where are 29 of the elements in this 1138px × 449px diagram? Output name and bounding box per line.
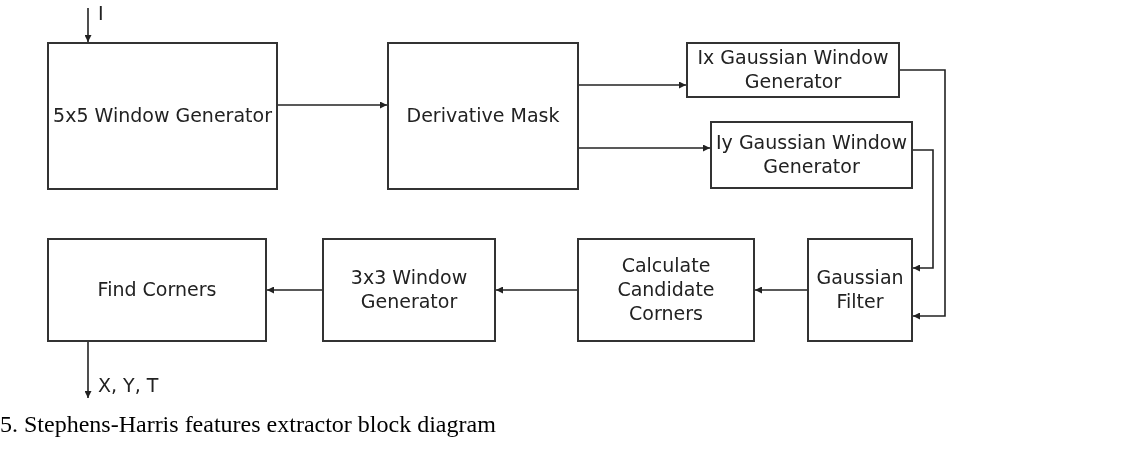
process-box [686,42,900,98]
edge-label: I [98,4,104,23]
box-label: 5x5 Window Generator [53,104,272,128]
box-label: 3x3 Window Generator [349,266,469,314]
process-box [577,238,755,342]
box-label: Gaussian Filter [815,266,905,314]
process-box [47,42,278,190]
box-label: Find Corners [97,278,217,302]
process-box [322,238,496,342]
box-label: Calculate Candidate Corners [616,254,716,326]
process-box [47,238,267,342]
arrow [912,149,934,272]
arrow [266,286,323,294]
process-box [387,42,579,190]
process-box [807,238,913,342]
arrow [578,144,711,152]
arrow [899,69,946,320]
process-box [710,121,913,189]
arrow [84,341,92,399]
arrow [84,7,92,43]
box-label: Iy Gaussian Window Generator [716,131,907,179]
box-label: Derivative Mask [406,104,560,128]
caption: 5. Stephens-Harris features extractor block diagram [0,412,496,436]
arrow [578,81,687,89]
arrow [495,286,578,294]
arrow [754,286,808,294]
arrow [277,101,388,109]
box-label: Ix Gaussian Window Generator [696,46,890,94]
edge-label: X, Y, T [98,376,159,395]
